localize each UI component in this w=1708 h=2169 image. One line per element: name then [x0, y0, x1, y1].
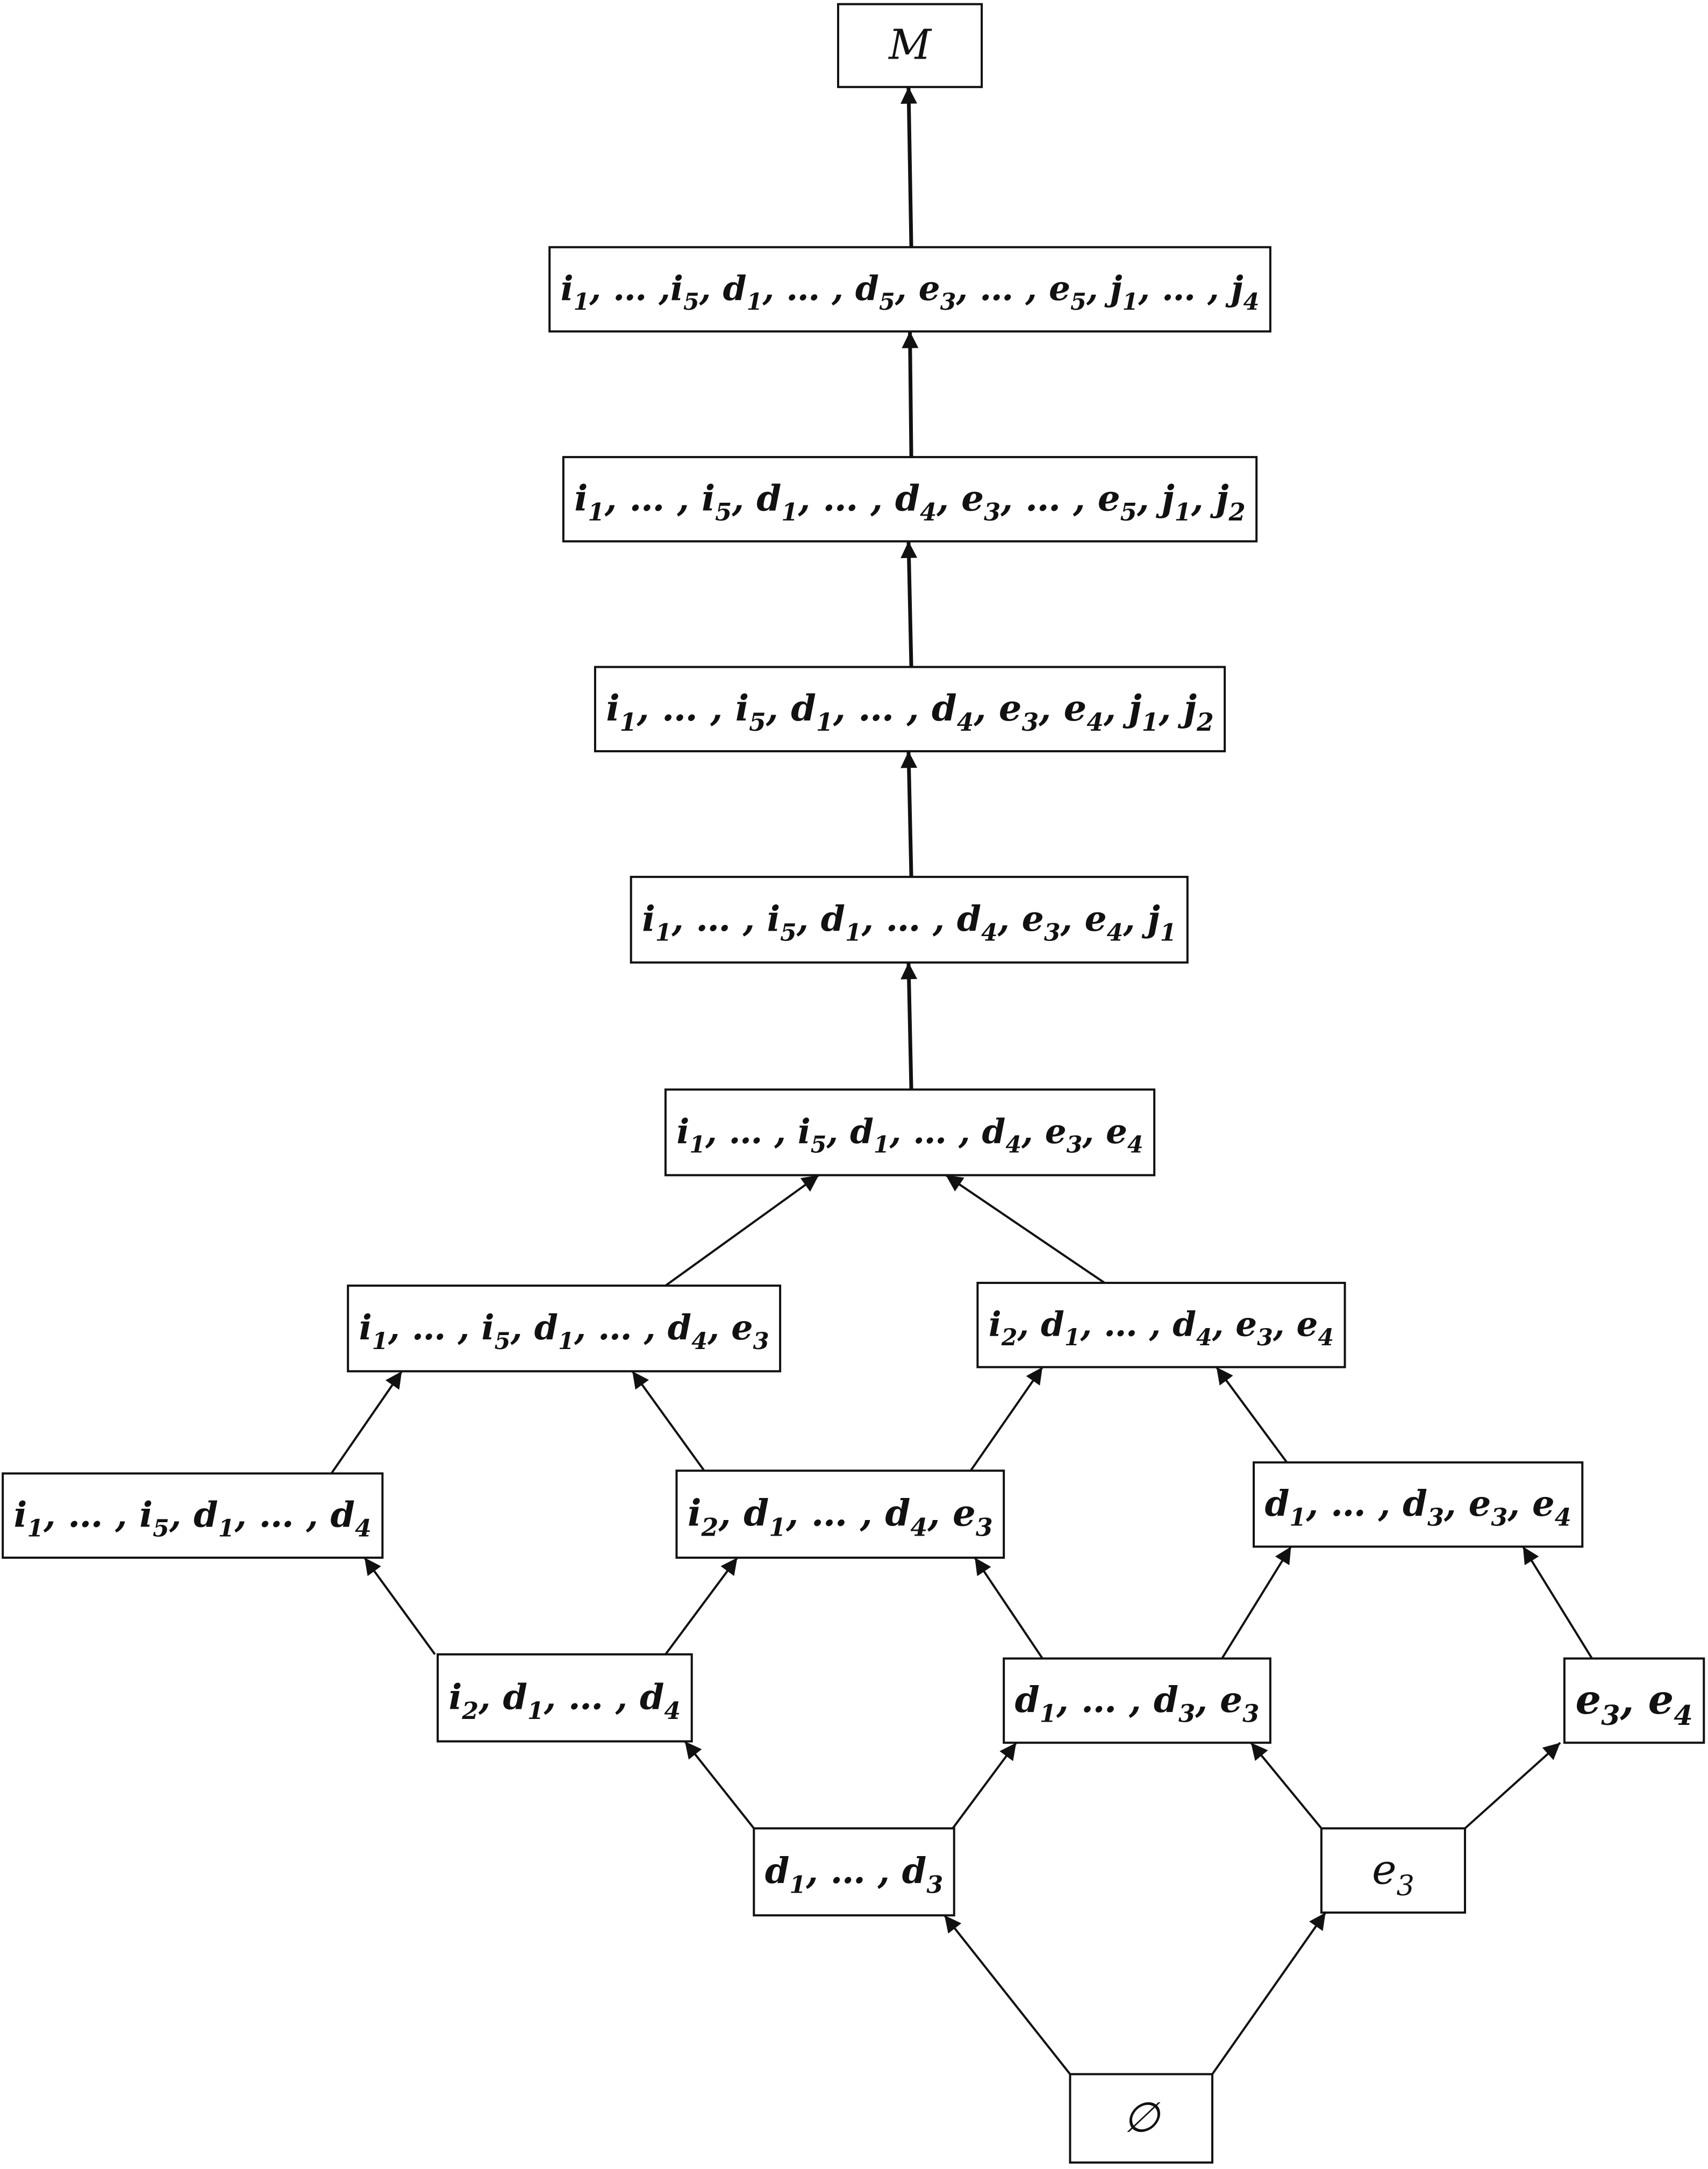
node-n9: i2​, d1​, … , d4​, e3​ — [675, 1469, 1005, 1559]
node-label: d1​, … , d3​ — [765, 1851, 943, 1899]
edge-n11-to-n8 — [363, 1557, 436, 1656]
node-label: d1​, … , d3​, e3​, e4​ — [1265, 1483, 1571, 1531]
node-box — [347, 1285, 782, 1373]
node-label: i2​, d1​, … , d4​ — [449, 1677, 681, 1725]
node-label: i1​, … , i5​, d1​, … , d4​, e3​, e4​, j1… — [606, 687, 1213, 737]
node-label: i1​, … , i5​, d1​, … , d4​, e3​, … , e5​… — [574, 477, 1245, 526]
node-box — [837, 3, 983, 88]
edge-n10-to-n7 — [1216, 1366, 1288, 1464]
node-n10: d1​, … , d3​, e3​, e4​ — [1253, 1461, 1584, 1548]
node-n15: e3​ — [1320, 1827, 1466, 1914]
edge-n12-to-n9 — [974, 1557, 1044, 1659]
node-label: e3​, e4​ — [1575, 1676, 1692, 1732]
node-n8: i1​, … , i5​, d1​, … , d4​ — [2, 1472, 384, 1559]
edge-n7-to-n5 — [945, 1174, 1105, 1284]
node-label: i1​, … , i5​, d1​, … , d4​, e3​, e4​ — [676, 1111, 1143, 1159]
edge-n4-to-n3 — [901, 751, 918, 877]
node-box — [594, 666, 1226, 753]
edge-n9-to-n6 — [631, 1371, 705, 1472]
edge-empty-to-n15 — [1211, 1911, 1327, 2075]
node-n1: i1​, … ,i5​, d1​, … , d5​, e3​, … , e5​,… — [548, 246, 1271, 333]
node-n12: d1​, … , d3​, e3​ — [1003, 1657, 1271, 1744]
node-box — [562, 456, 1258, 543]
node-box — [548, 246, 1271, 333]
node-label: i1​, … , i5​, d1​, … , d4​, e3​ — [359, 1307, 769, 1355]
edge-n3-to-n2 — [901, 541, 918, 667]
node-box — [675, 1469, 1005, 1559]
edge-n13-to-n10 — [1522, 1546, 1593, 1659]
node-box — [2, 1472, 384, 1559]
edge-n14-to-n11 — [684, 1740, 755, 1829]
edge-n11-to-n9 — [664, 1557, 739, 1656]
edge-n2-to-n1 — [902, 331, 919, 458]
node-n2: i1​, … , i5​, d1​, … , d4​, e3​, … , e5​… — [562, 456, 1258, 543]
edge-n14-to-n12 — [952, 1742, 1017, 1829]
node-box — [1253, 1461, 1584, 1548]
node-label: e3​ — [1372, 1845, 1414, 1902]
node-label: i1​, … , i5​, d1​, … , d4​ — [14, 1495, 371, 1543]
node-label: ∅ — [1123, 2093, 1161, 2142]
edge-n5-to-n4 — [901, 962, 918, 1090]
node-label: i1​, … ,i5​, d1​, … , d5​, e3​, … , e5​,… — [561, 268, 1260, 316]
nodes-layer: Mi1​, … ,i5​, d1​, … , d5​, e3​, … , e5​… — [2, 3, 1705, 2164]
node-label: i2​, d1​, … , d4​, e3​, e4​ — [989, 1304, 1334, 1351]
node-n5: i1​, … , i5​, d1​, … , d4​, e3​, e4​ — [664, 1088, 1156, 1176]
node-n6: i1​, … , i5​, d1​, … , d4​, e3​ — [347, 1285, 782, 1373]
node-label: M — [888, 20, 932, 69]
edge-n1-to-M — [900, 87, 917, 247]
node-box — [1563, 1657, 1705, 1744]
node-empty: ∅ — [1069, 2073, 1213, 2164]
edge-n6-to-n5 — [664, 1174, 820, 1287]
node-n3: i1​, … , i5​, d1​, … , d4​, e3​, e4​, j1… — [594, 666, 1226, 753]
edge-n12-to-n10 — [1221, 1546, 1292, 1659]
node-label: i2​, d1​, … , d4​, e3​ — [688, 1492, 993, 1542]
edge-n8-to-n6 — [330, 1371, 403, 1474]
edges-layer — [330, 87, 1593, 2075]
node-n4: i1​, … , i5​, d1​, … , d4​, e3​, e4​, j1… — [630, 875, 1189, 964]
node-box — [437, 1653, 693, 1743]
node-box — [1320, 1827, 1466, 1914]
node-label: d1​, … , d3​, e3​ — [1015, 1679, 1260, 1728]
node-label: i1​, … , i5​, d1​, … , d4​, e3​, e4​, j1… — [642, 898, 1176, 946]
node-box — [664, 1088, 1156, 1176]
node-box — [753, 1827, 955, 1917]
node-box — [1069, 2073, 1213, 2164]
edge-n15-to-n13 — [1464, 1742, 1561, 1829]
node-box — [976, 1281, 1346, 1368]
edge-empty-to-n14 — [944, 1915, 1071, 2075]
node-n7: i2​, d1​, … , d4​, e3​, e4​ — [976, 1281, 1346, 1368]
node-n13: e3​, e4​ — [1563, 1657, 1705, 1744]
node-box — [1003, 1657, 1271, 1744]
edge-n15-to-n12 — [1250, 1742, 1323, 1829]
edge-n9-to-n7 — [969, 1366, 1044, 1472]
node-M: M — [837, 3, 983, 88]
node-n11: i2​, d1​, … , d4​ — [437, 1653, 693, 1743]
node-n14: d1​, … , d3​ — [753, 1827, 955, 1917]
node-box — [630, 875, 1189, 964]
